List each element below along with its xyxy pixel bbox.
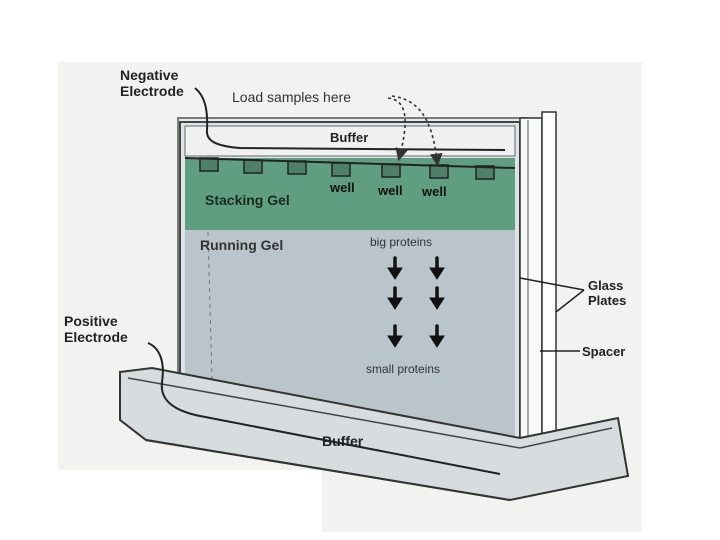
well-6: [430, 165, 448, 178]
well-5: [382, 164, 400, 177]
big-proteins-label: big proteins: [370, 235, 432, 249]
positive-electrode-label: Positive: [64, 313, 118, 329]
spacer-strip: [520, 118, 542, 488]
small-proteins-label: small proteins: [366, 362, 440, 376]
load-samples-label: Load samples here: [232, 89, 351, 105]
well-2: [244, 160, 262, 173]
glass-plates-label: Glass: [588, 278, 623, 293]
well-1: [200, 158, 218, 171]
well-label-3: well: [421, 184, 447, 199]
well-label-2: well: [377, 183, 403, 198]
well-4: [332, 163, 350, 176]
positive-electrode-label-2: Electrode: [64, 329, 128, 345]
glass-plates-label-2: Plates: [588, 293, 626, 308]
running-gel-label: Running Gel: [200, 237, 283, 253]
spacer-label: Spacer: [582, 344, 625, 359]
well-label-1: well: [329, 180, 355, 195]
buffer-bottom-label: Buffer: [322, 433, 364, 449]
well-3: [288, 161, 306, 174]
buffer-top-label: Buffer: [330, 130, 368, 145]
stacking-gel-label: Stacking Gel: [205, 192, 290, 208]
negative-electrode-label: Negative: [120, 67, 179, 83]
blank-cover-box: [58, 470, 322, 540]
negative-electrode-label-2: Electrode: [120, 83, 184, 99]
